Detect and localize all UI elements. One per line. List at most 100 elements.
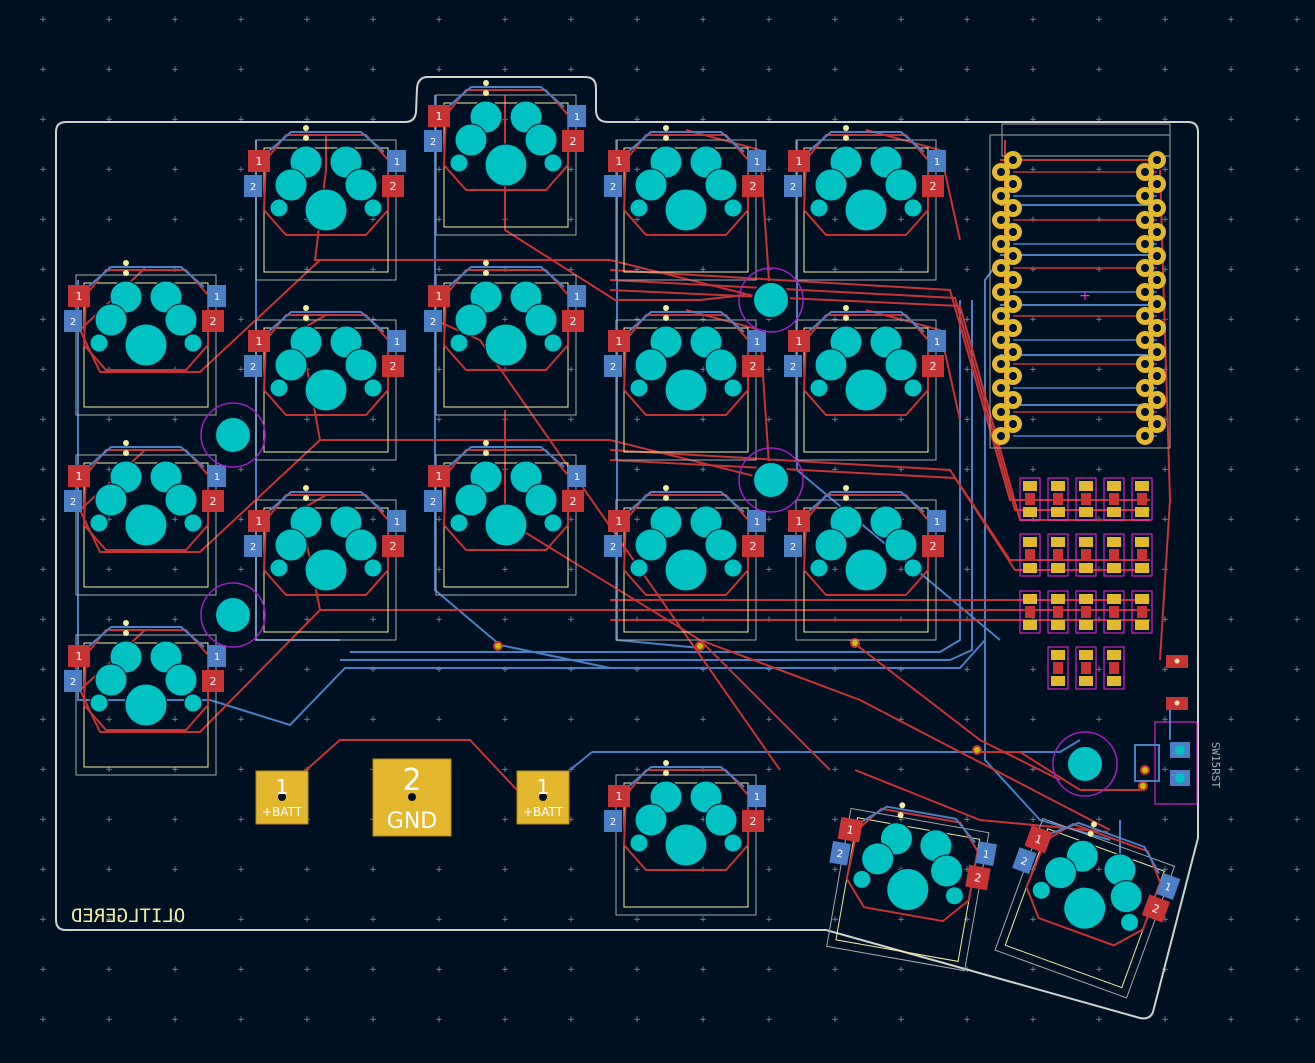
grid-mark: + [1161,65,1169,75]
grid-mark: + [831,65,839,75]
mcu-pin-hole [1009,276,1017,284]
diode[interactable] [1019,533,1041,577]
grid-mark: + [105,715,113,725]
battery-pad-3[interactable]: 1 +BATT [516,770,570,825]
pad-number: 1 [796,515,803,528]
diode-array[interactable] [1019,477,1153,690]
switch-stab-hole [723,198,743,218]
grid-mark: + [1095,365,1103,375]
diode[interactable] [1103,477,1125,521]
grid-mark: + [897,665,905,675]
grid-mark: + [765,515,773,525]
switch-courtyard [795,499,937,641]
switch-trace [627,766,745,788]
battery-pad-1[interactable]: 1 +BATT [255,770,309,825]
grid-mark: + [765,165,773,175]
key-switch-footprints[interactable]: 1221122112211221122112211221122112211221… [64,80,1189,1001]
diode[interactable] [1103,646,1125,690]
grid-mark: + [1293,65,1301,75]
grid-mark: + [435,965,443,975]
pad-number: 2 [930,180,937,193]
diode[interactable] [1131,533,1153,577]
diode[interactable] [1131,590,1153,634]
diode[interactable] [1103,590,1125,634]
mcu-pin-hole [1141,408,1149,416]
switch-pin-hole [524,483,558,517]
battery-pad-2[interactable]: 2 GND [372,758,452,837]
switch-courtyard [255,319,397,461]
diode[interactable] [1019,590,1041,634]
diode[interactable] [1075,533,1097,577]
diode[interactable] [1131,477,1153,521]
diode[interactable] [1103,533,1125,577]
diode-pad [1107,563,1121,573]
pad-number: 2 [390,360,397,373]
switch-pin-hole [704,168,738,202]
diode[interactable] [1047,590,1069,634]
diode[interactable] [1047,477,1069,521]
diode-pad [1135,507,1149,517]
pad-number: 2 [1150,902,1161,917]
diode[interactable] [1075,590,1097,634]
front-trace [849,639,1061,781]
diode[interactable] [1075,477,1097,521]
switch-stab-hole [449,513,469,533]
switch-trace [447,86,565,108]
diode[interactable] [1075,646,1097,690]
grid-mark: + [501,765,509,775]
grid-mark: + [1293,315,1301,325]
pad-number: 2 [973,871,982,885]
switch-trace [82,449,209,551]
diode[interactable] [1019,477,1041,521]
power-switch-footprint[interactable]: SW15RST [1134,655,1222,805]
mount-hole-courtyard [200,402,266,468]
grid-mark: + [699,65,707,75]
grid-mark: + [831,115,839,125]
diode-pad [1107,620,1121,630]
mcu-footprint[interactable]: + [989,123,1171,449]
mcu-pin-hole [1153,372,1161,380]
mcu-outline [989,134,1171,449]
via [493,641,503,651]
switch-marker [483,80,489,86]
switch-smd-pad-back [1155,873,1181,900]
grid-mark: + [1293,1015,1301,1025]
mcu-pin-hole [1153,324,1161,332]
grid-mark: + [171,65,179,75]
grid-mark: + [1293,115,1301,125]
grid-mark: + [1293,765,1301,775]
switch-center-hole [304,368,348,412]
grid-mark: + [699,265,707,275]
switch-smd-pad-back [568,105,586,127]
switch-marker [663,135,669,141]
grid-mark: + [897,415,905,425]
grid-mark: + [435,365,443,375]
grid-mark: + [963,1015,971,1025]
pad-number: 2 [750,540,757,553]
mounting-holes[interactable] [200,267,1118,797]
diode[interactable] [1047,533,1069,577]
switch-pin-hole [634,348,668,382]
grid-mark: + [1095,65,1103,75]
diode[interactable] [1047,646,1069,690]
switch-smd-pad-back [928,150,946,172]
